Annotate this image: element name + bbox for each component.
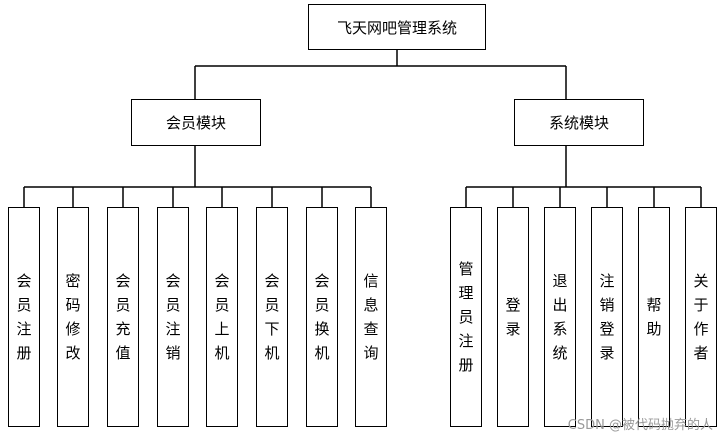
leaf-label: 注销登录 <box>599 272 615 362</box>
root-label: 飞天网吧管理系统 <box>336 18 457 37</box>
leaf-node: 帮助 <box>638 207 670 427</box>
root-node: 飞天网吧管理系统 <box>308 4 486 50</box>
leaf-node: 信息查询 <box>355 207 387 427</box>
leaf-node: 退出系统 <box>544 207 576 427</box>
module-label: 会员模块 <box>165 114 226 132</box>
leaf-label: 关于作者 <box>693 272 709 362</box>
leaf-node: 登录 <box>497 207 529 427</box>
module-label: 系统模块 <box>548 114 609 132</box>
leaf-node: 会员注销 <box>157 207 189 427</box>
module-node-member: 会员模块 <box>131 99 261 146</box>
module-node-system: 系统模块 <box>514 99 644 146</box>
leaf-node: 管理员注册 <box>450 207 482 427</box>
leaf-label: 信息查询 <box>363 272 379 362</box>
leaf-label: 管理员注册 <box>458 260 474 374</box>
leaf-node: 关于作者 <box>685 207 717 427</box>
leaf-node: 会员注册 <box>8 207 40 427</box>
leaf-node: 会员上机 <box>206 207 238 427</box>
leaf-label: 退出系统 <box>552 272 568 362</box>
leaf-node: 会员换机 <box>306 207 338 427</box>
leaf-label: 会员上机 <box>214 272 230 362</box>
leaf-node: 注销登录 <box>591 207 623 427</box>
leaf-node: 会员下机 <box>256 207 288 427</box>
leaf-node: 密码修改 <box>57 207 89 427</box>
leaf-label: 会员注销 <box>165 272 181 362</box>
leaf-label: 会员下机 <box>264 272 280 362</box>
leaf-node: 会员充值 <box>107 207 139 427</box>
leaf-label: 帮助 <box>646 296 662 338</box>
leaf-label: 会员充值 <box>115 272 131 362</box>
watermark: CSDN @被代码抛弃的人 <box>567 418 713 433</box>
leaf-label: 会员换机 <box>314 272 330 362</box>
leaf-label: 会员注册 <box>16 272 32 362</box>
leaf-label: 登录 <box>505 296 521 338</box>
leaf-label: 密码修改 <box>65 272 81 362</box>
